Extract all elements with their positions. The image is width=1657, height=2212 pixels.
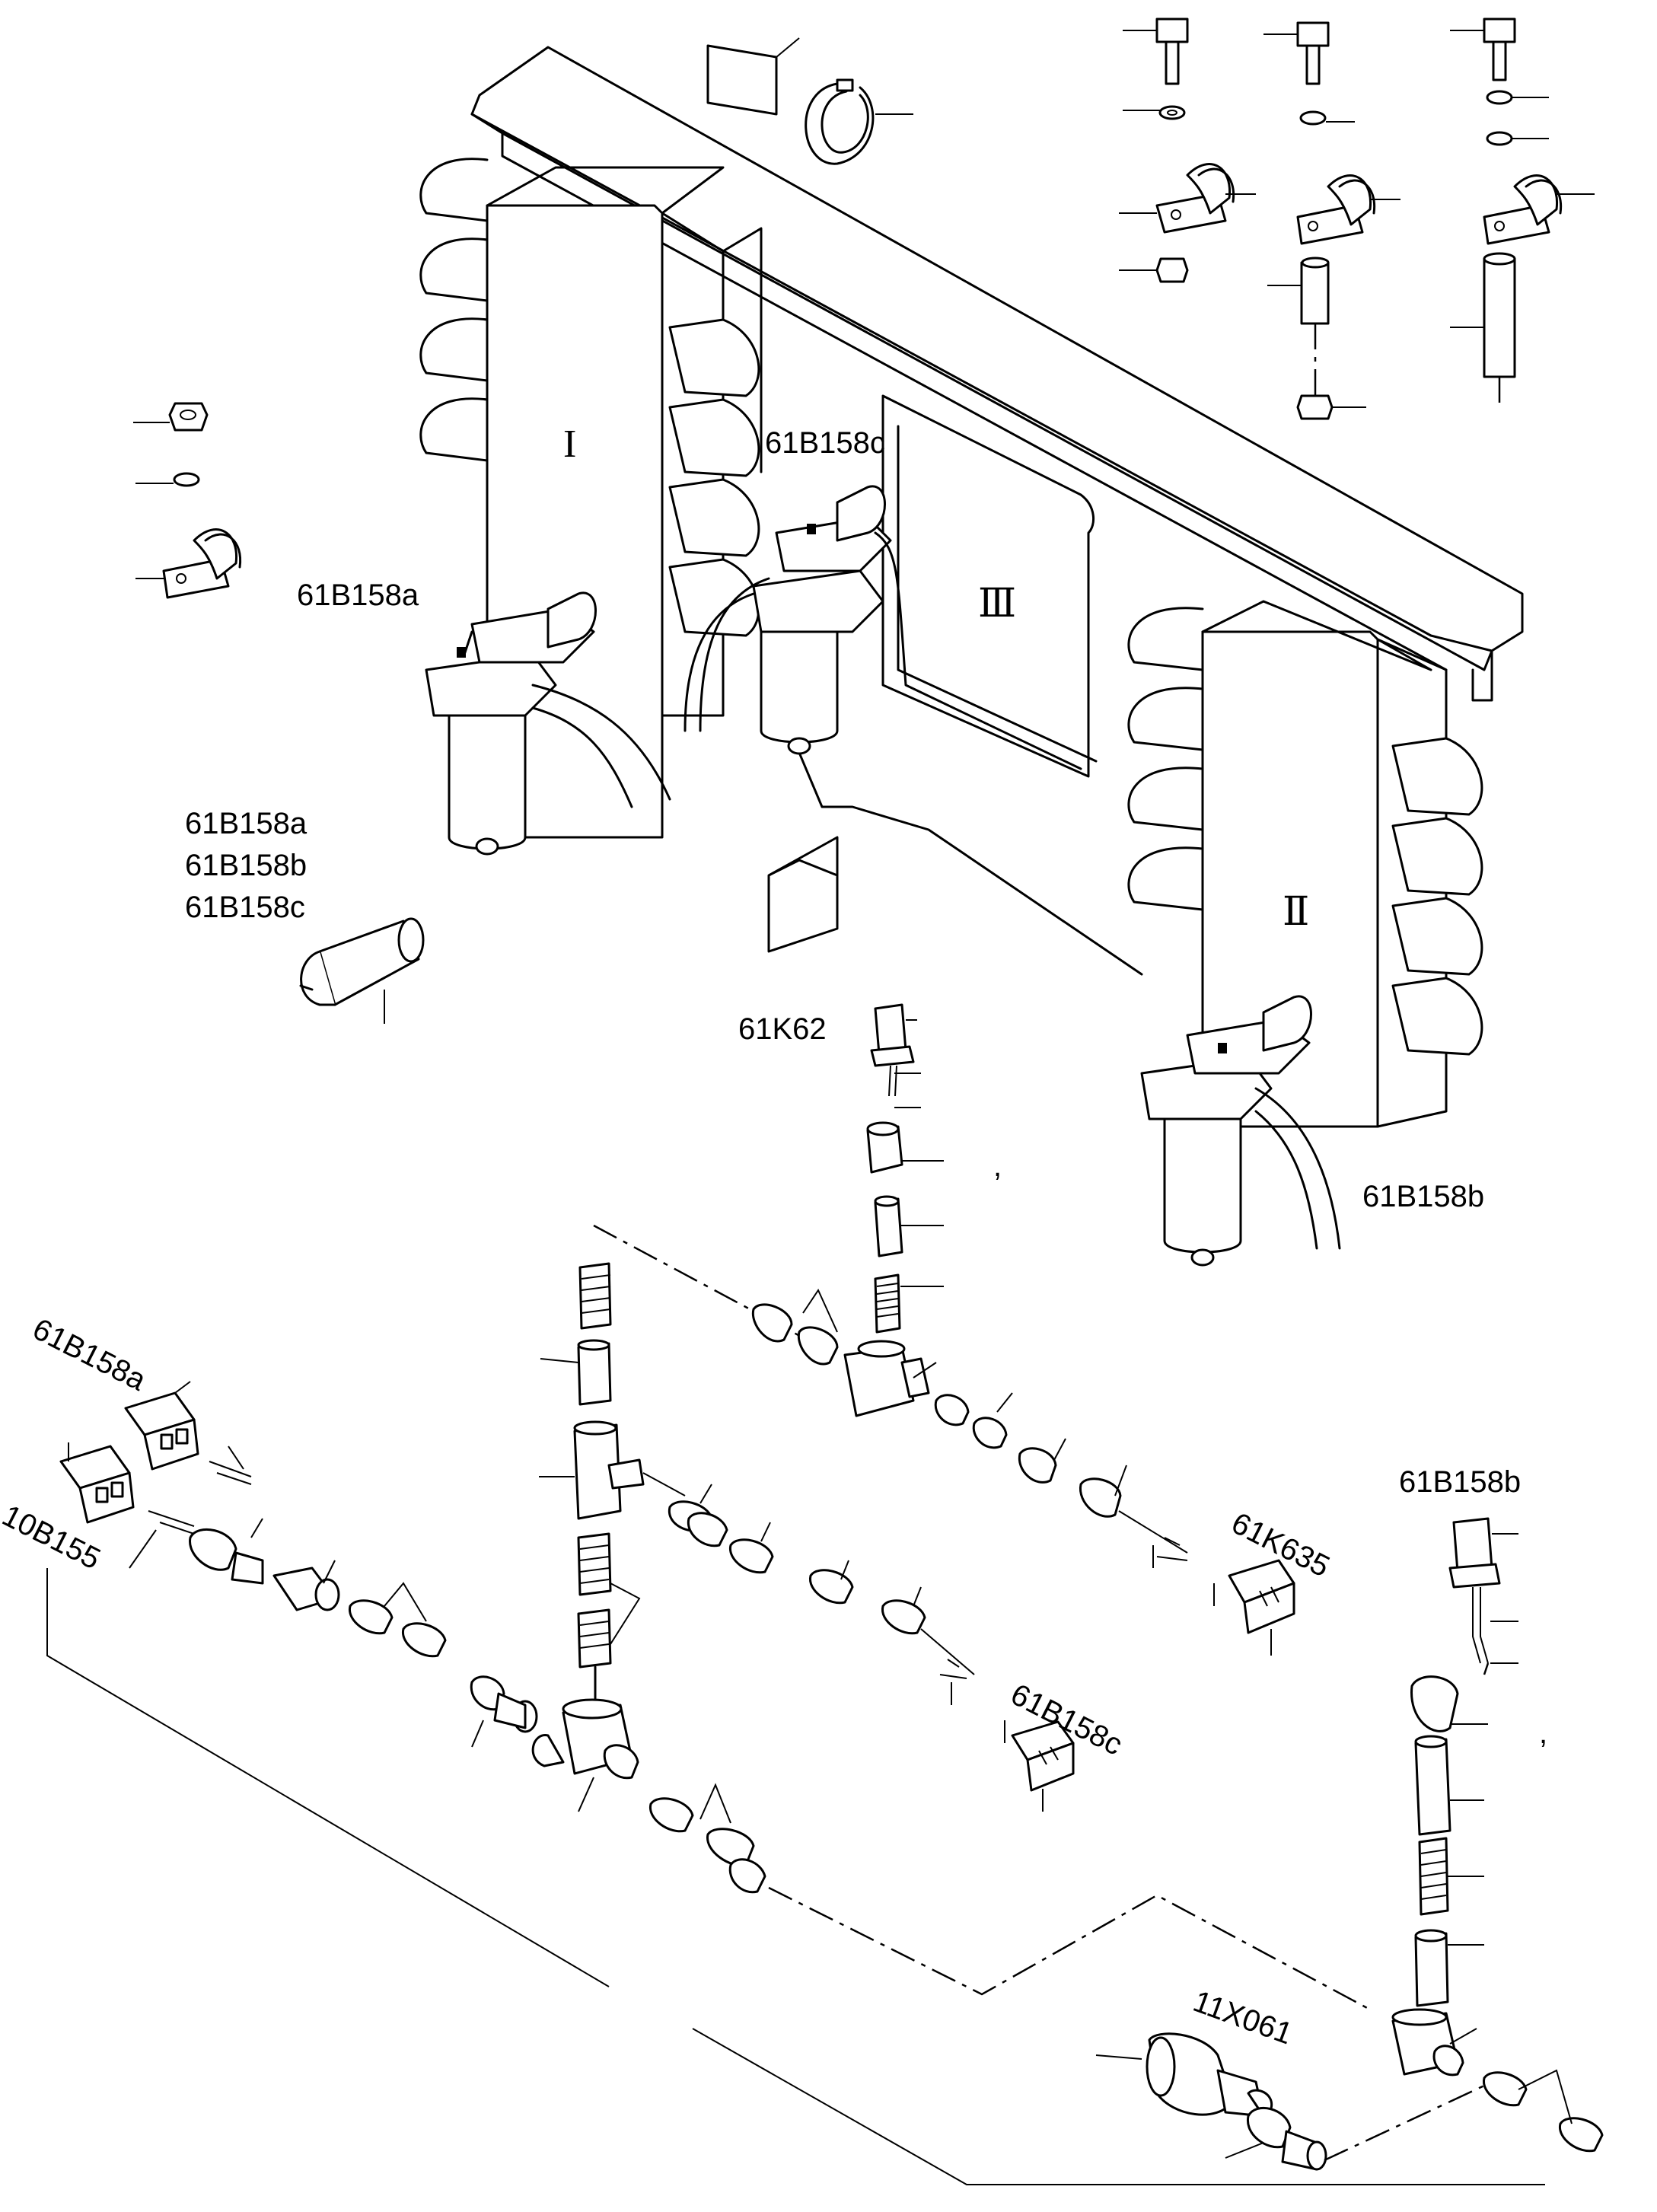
filter-a-label: 61B158a (297, 578, 419, 612)
section-1-label: I (563, 422, 576, 466)
insert-b-label: 61B158b (185, 849, 307, 882)
right-vertical-chain (1391, 1517, 1604, 2153)
plug-11x061-label: 11X061 (1189, 1984, 1297, 2051)
left-connector-chain (59, 1381, 538, 1748)
relay-61k62-label: 61K62 (738, 1012, 827, 1046)
block-2-nozzles (1391, 737, 1483, 1056)
filter-b-icon (1140, 995, 1341, 1267)
block-section-3: Ⅲ (760, 394, 1143, 976)
comma-2: , (1539, 1716, 1547, 1750)
hardware-stack-3 (1450, 18, 1595, 407)
filter-c-label: 61B158c (765, 426, 885, 460)
upper-tee-chain (593, 1224, 1215, 1606)
reference-lines (46, 1568, 1545, 2185)
section-2-label: Ⅱ (1283, 891, 1309, 934)
relay-61k62-icon (866, 1003, 944, 1334)
comma-1: , (993, 1149, 1002, 1183)
block-1-nozzles (668, 318, 760, 637)
lower-left-tee-out (649, 1783, 766, 1894)
filter-insert-icon (299, 917, 425, 1024)
insert-c-label: 61B158c (185, 891, 305, 924)
cable-tie-icon (706, 37, 913, 165)
insert-a-label: 61B158a (185, 807, 308, 840)
connector-61b158c-icon (1011, 1720, 1075, 1812)
frame-top-bar (470, 46, 1524, 702)
connector-61k635-icon (1228, 1559, 1295, 1656)
hardware-stack-2 (1263, 21, 1400, 420)
hardware-stack-left (133, 402, 242, 599)
connector-61b158a-label: 61B158a (27, 1312, 151, 1398)
plug-11x061-icon (1095, 2032, 1485, 2171)
filter-a-icon (425, 591, 671, 856)
filter-c-icon (684, 485, 1082, 770)
block-section-2: Ⅱ (1127, 600, 1448, 1128)
filter-b-label: 61B158b (1362, 1180, 1484, 1213)
section-3-label: Ⅲ (978, 582, 1016, 626)
connector-61b158b-label: 61B158b (1399, 1465, 1521, 1499)
center-vertical-chain (531, 1262, 1005, 1812)
hardware-stack-1 (1119, 18, 1256, 283)
